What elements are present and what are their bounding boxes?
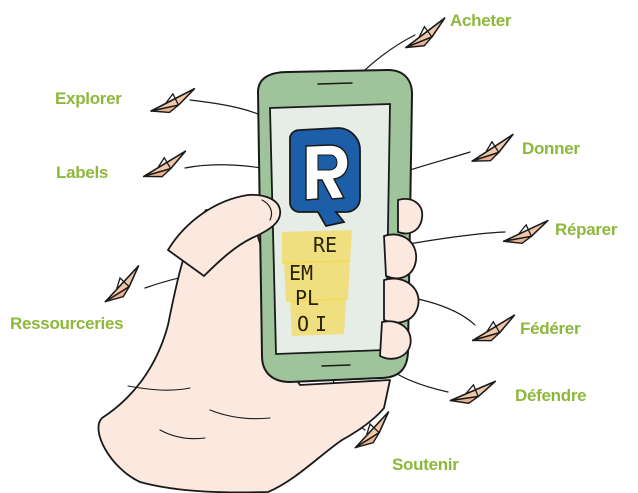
paper-plane-icon (400, 17, 452, 53)
paper-plane-icon (467, 133, 519, 166)
reemploi-handwriting: RE EM PL OI (282, 230, 352, 336)
paper-plane-icon (97, 265, 149, 306)
reemploi-r-logo-icon (289, 127, 361, 228)
label-explorer[interactable]: Explorer (55, 89, 122, 108)
fingers (379, 198, 424, 360)
screen-text-oi: OI (297, 312, 333, 336)
label-labels[interactable]: Labels (56, 163, 109, 182)
label-ressourceries[interactable]: Ressourceries (10, 314, 124, 333)
label-donner[interactable]: Donner (522, 139, 580, 158)
paper-plane-icon (501, 219, 551, 247)
hand (97, 209, 391, 493)
paper-plane-icon (139, 150, 191, 182)
paper-plane-icon (448, 380, 498, 406)
paper-plane-icon (468, 314, 520, 346)
label-soutenir[interactable]: Soutenir (392, 455, 459, 474)
screen-text-re: RE (313, 233, 337, 257)
thumb (167, 193, 282, 277)
screen-text-pl: PL (295, 286, 319, 310)
screen-text-em: EM (289, 261, 313, 285)
label-federer[interactable]: Fédérer (520, 319, 581, 338)
label-acheter[interactable]: Acheter (450, 11, 512, 30)
label-defendre[interactable]: Défendre (515, 386, 587, 405)
label-reparer[interactable]: Réparer (555, 220, 618, 239)
paper-plane-icon (148, 87, 198, 116)
